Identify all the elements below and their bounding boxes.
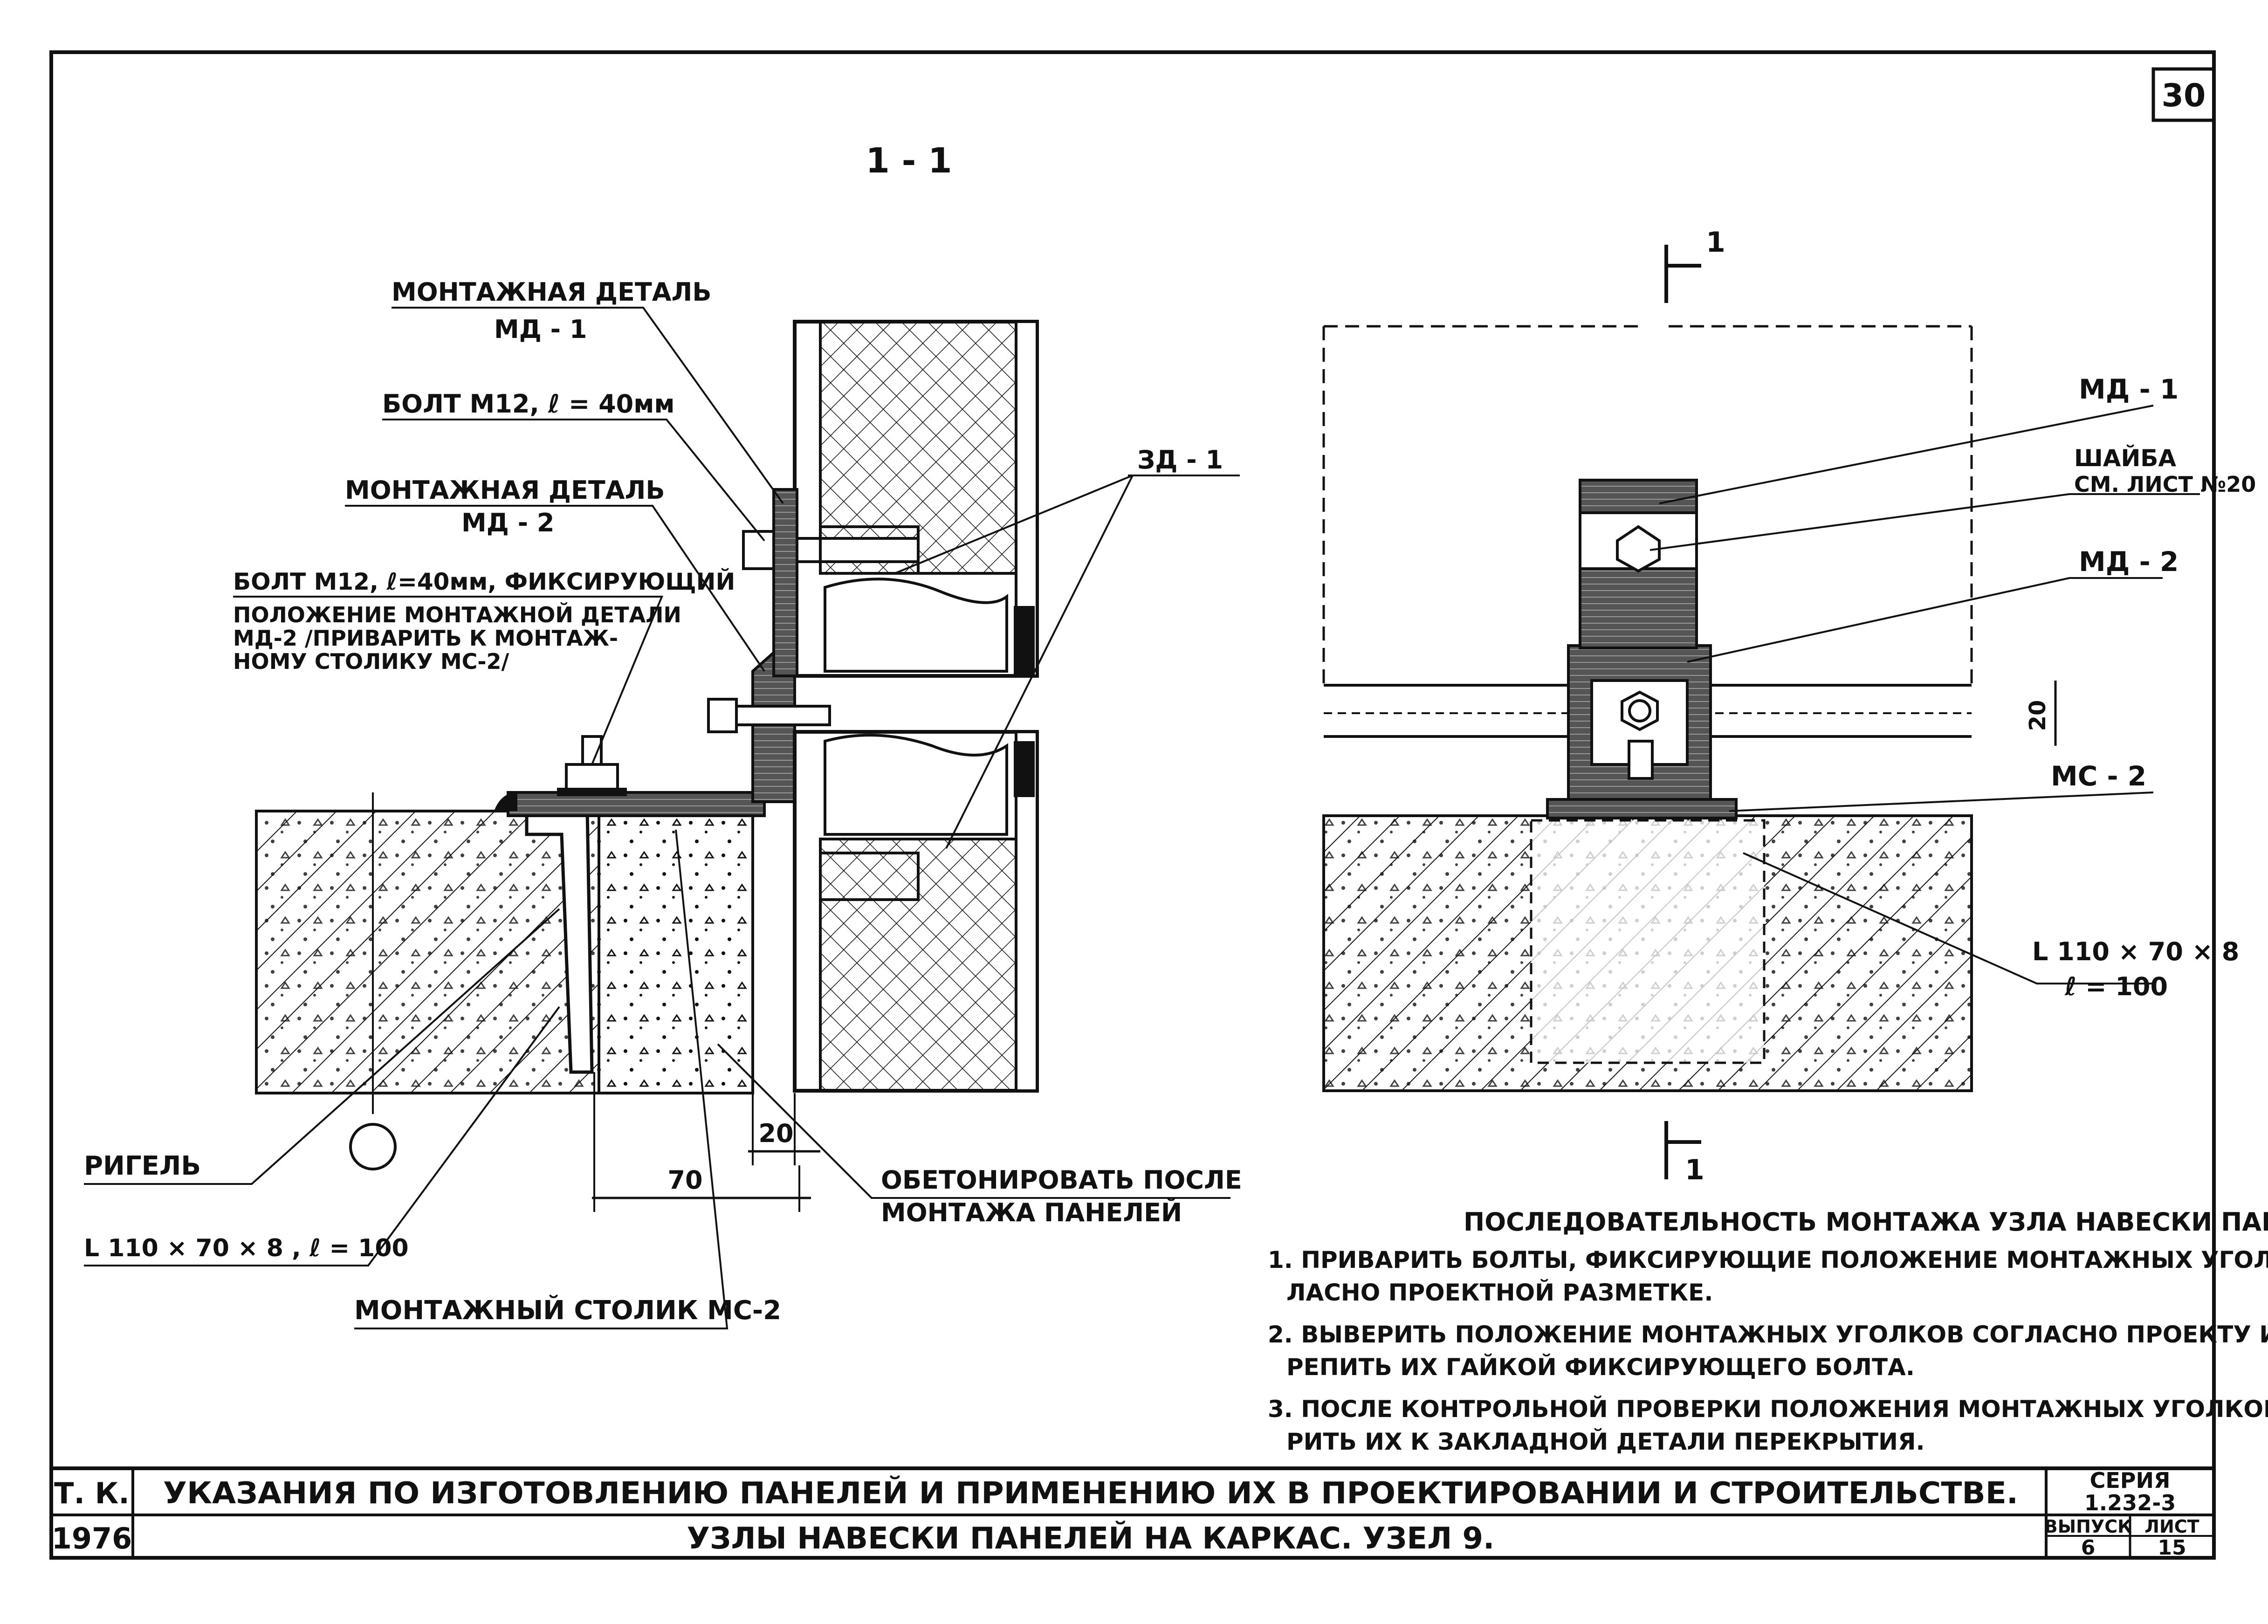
callout-md2-code: МД - 2 (461, 508, 554, 537)
tb-sheet-label: ЛИСТ (2144, 1516, 2199, 1537)
leader-bolt1 (382, 419, 765, 542)
tb-series-label: СЕРИЯ (2090, 1468, 2171, 1493)
upper-panel-foam (824, 578, 1008, 673)
leader-r-angle (1743, 852, 2153, 984)
leader-zd1-c (945, 475, 1134, 849)
callout-r-md1: МД - 1 (2079, 373, 2179, 405)
lower-panel-sleeve (819, 852, 920, 901)
mounting-table-plate (507, 791, 766, 817)
leader-table (354, 829, 729, 1329)
md1-bolt-head (742, 530, 775, 570)
callout-r-washer-line2: СМ. ЛИСТ №20 (2074, 472, 2256, 497)
dim70-label: 70 (667, 1165, 702, 1195)
ms2-plate (1546, 798, 1738, 819)
procedure-line-2: ЛАСНО ПРОЕКТНОЙ РАЗМЕТКЕ. (1286, 1279, 1713, 1306)
tb-issue-value: 6 (2081, 1536, 2096, 1560)
leader-rigel (84, 908, 560, 1185)
callout-concrete-line2: МОНТАЖА ПАНЕЛЕЙ (881, 1198, 1182, 1227)
lower-panel-foam (824, 734, 1008, 836)
leader-bolt2 (233, 596, 663, 765)
tb-year: 1976 (52, 1521, 132, 1555)
md2-bolt (1628, 699, 1651, 723)
callout-r-md2: МД - 2 (2079, 546, 2179, 578)
title-block: Т. К. 1976 УКАЗАНИЯ ПО ИЗГОТОВЛЕНИЮ ПАНЕ… (51, 1466, 2214, 1560)
lower-panel-seal (1014, 741, 1035, 797)
section-title: 1 - 1 (866, 141, 952, 181)
leader-r-md2 (1687, 577, 2163, 663)
callout-rigel: РИГЕЛЬ (84, 1151, 201, 1181)
embedded-plate-outline (1530, 819, 1766, 1064)
md1-bolt-shank (796, 537, 920, 563)
callout-angle: L 110 × 70 × 8 , ℓ = 100 (84, 1234, 409, 1262)
section-mark-top: 1 (1706, 226, 1725, 259)
md1-nut (1616, 525, 1661, 573)
procedure-line-5: 3. ПОСЛЕ КОНТРОЛЬНОЙ ПРОВЕРКИ ПОЛОЖЕНИЯ … (1268, 1395, 2268, 1423)
callout-md1-code: МД - 1 (494, 315, 587, 344)
md1-plate (772, 488, 798, 677)
procedure-line-1: 1. ПРИВАРИТЬ БОЛТЫ, ФИКСИРУЮЩИЕ ПОЛОЖЕНИ… (1268, 1246, 2268, 1273)
leader-md2 (345, 505, 765, 672)
axis-marker (349, 1123, 397, 1170)
dim20-r-label: 20 (2025, 700, 2051, 731)
tb-series-value: 1.232-3 (2084, 1490, 2176, 1515)
procedure-line-3: 2. ВЫВЕРИТЬ ПОЛОЖЕНИЕ МОНТАЖНЫХ УГОЛКОВ … (1268, 1321, 2268, 1348)
leader-r-washer (1649, 493, 2200, 551)
callout-bolt2-line2: ПОЛОЖЕНИЕ МОНТАЖНОЙ ДЕТАЛИ (233, 602, 681, 627)
leader-md1 (392, 307, 784, 504)
md1-embedded-sleeve (819, 525, 920, 575)
leader-zd1-b (894, 475, 1133, 574)
sheet-number: 30 (2162, 77, 2206, 114)
callout-r-ms2: МС - 2 (2051, 760, 2146, 792)
section-mark-bottom: 1 (1685, 1154, 1704, 1186)
upper-panel-seal (1014, 606, 1035, 676)
md2-bolt-shank (735, 705, 831, 726)
callout-bolt2-line1: БОЛТ М12, ℓ=40мм, ФИКСИРУЮЩИЙ (233, 568, 735, 595)
md2-bolt-head (707, 698, 738, 733)
leader-angle (84, 1006, 560, 1266)
left-section-view: 20 70 МОНТАЖНАЯ ДЕТАЛЬ МД - 1 БОЛТ М12, … (84, 277, 1242, 1329)
upper-panel-outline (1322, 325, 1973, 685)
sheet-border (49, 50, 2216, 1560)
tb-main-title: УКАЗАНИЯ ПО ИЗГОТОВЛЕНИЮ ПАНЕЛЕЙ И ПРИМЕ… (163, 1475, 2018, 1511)
callout-r-angle-line1: L 110 × 70 × 8 (2032, 937, 2239, 966)
callout-bolt1: БОЛТ М12, ℓ = 40мм (382, 389, 675, 419)
callout-table: МОНТАЖНЫЙ СТОЛИК МС-2 (354, 1295, 781, 1326)
leader-r-md1 (1659, 405, 2154, 504)
fixing-bolt-washer (557, 788, 627, 796)
callout-r-washer-line1: ШАЙБА (2074, 444, 2176, 472)
tb-sheet-value: 15 (2158, 1536, 2186, 1560)
callout-md1-name: МОНТАЖНАЯ ДЕТАЛЬ (392, 277, 712, 307)
callout-md2-name: МОНТАЖНАЯ ДЕТАЛЬ (345, 475, 665, 505)
procedure-title: ПОСЛЕДОВАТЕЛЬНОСТЬ МОНТАЖА УЗЛА НАВЕСКИ … (1464, 1207, 2268, 1237)
fix-bolt (1628, 740, 1654, 780)
procedure-line-6: РИТЬ ИХ К ЗАКЛАДНОЙ ДЕТАЛИ ПЕРЕКРЫТИЯ. (1286, 1428, 1924, 1455)
tb-tk: Т. К. (54, 1476, 130, 1510)
leader-concrete (717, 1043, 1230, 1199)
dim20-label: 20 (758, 1119, 793, 1148)
procedure-notes: ПОСЛЕДОВАТЕЛЬНОСТЬ МОНТАЖА УЗЛА НАВЕСКИ … (1268, 1207, 2268, 1455)
sheet-number-box (2151, 67, 2216, 122)
callout-concrete-line1: ОБЕТОНИРОВАТЬ ПОСЛЕ (881, 1165, 1242, 1195)
procedure-line-4: РЕПИТЬ ИХ ГАЙКОЙ ФИКСИРУЮЩЕГО БОЛТА. (1286, 1353, 1915, 1381)
rigel-concrete-dots (256, 811, 599, 1093)
callout-bolt2-line4: НОМУ СТОЛИКУ МС-2/ (233, 649, 509, 674)
callout-r-angle-line2: ℓ = 100 (2064, 972, 2168, 1001)
callout-zd1: ЗД - 1 (1137, 445, 1223, 475)
right-elevation-view: 1 1 20 МД - 1 ШАЙБА (1322, 226, 2256, 1186)
infill-concrete (598, 810, 754, 1094)
leader-r-ms2 (1729, 791, 2154, 812)
md2-angle (751, 651, 796, 803)
tb-issue-label: ВЫПУСК (2044, 1516, 2132, 1537)
callout-bolt2-line3: МД-2 /ПРИВАРИТЬ К МОНТАЖ- (233, 626, 618, 651)
weld-left (494, 792, 517, 811)
tb-sub-title: УЗЛЫ НАВЕСКИ ПАНЕЛЕЙ НА КАРКАС. УЗЕЛ 9. (687, 1521, 1495, 1556)
